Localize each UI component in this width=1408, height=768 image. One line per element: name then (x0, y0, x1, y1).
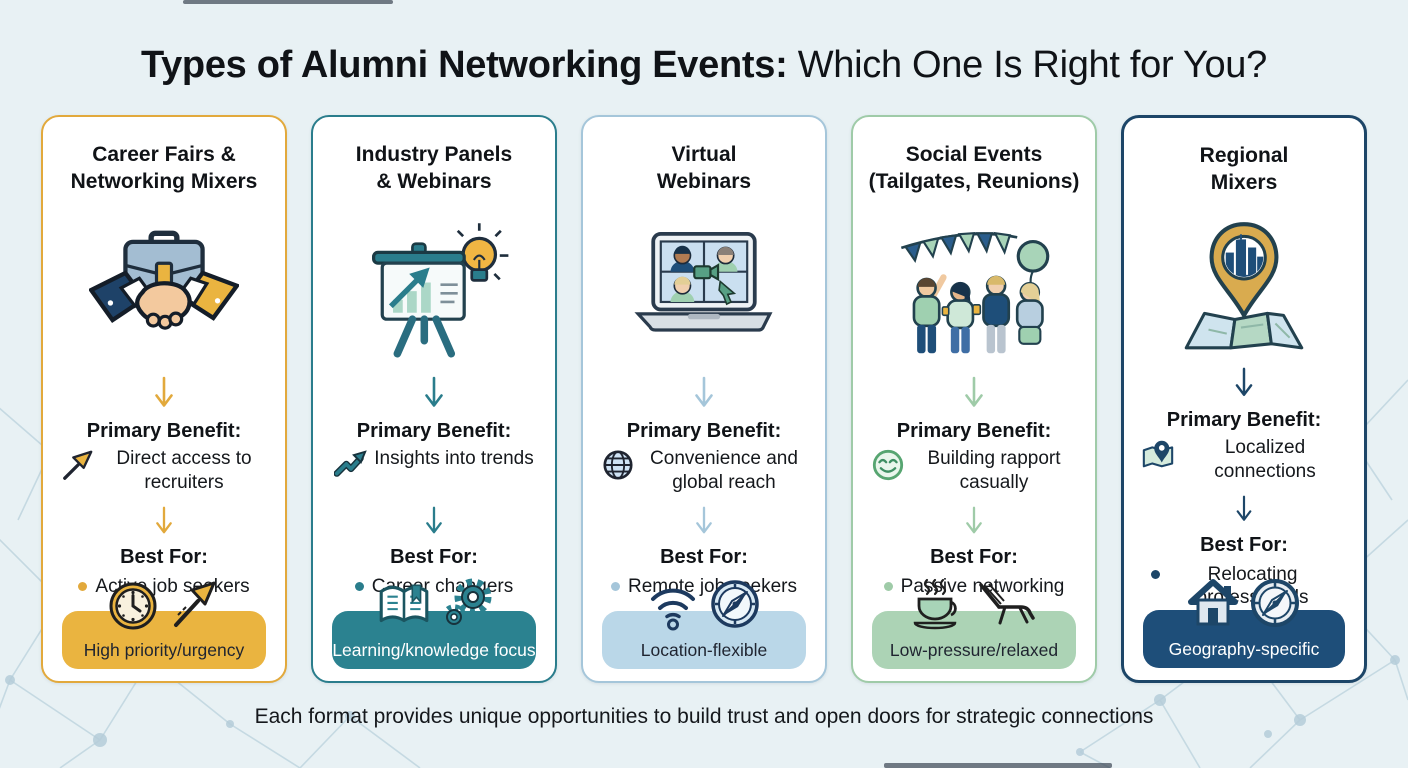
primary-benefit-label: Primary Benefit: (356, 420, 512, 442)
bullet-dot (354, 582, 364, 591)
compass-icon (1251, 579, 1299, 627)
page-title: Types of Alumni Networking Events: Which… (0, 0, 1408, 87)
card-title-line1: Virtual (671, 143, 737, 166)
globe-icon (603, 450, 633, 480)
primary-benefit-text: Direct access to recruiters (116, 448, 252, 493)
open-book-icon (379, 584, 429, 623)
down-arrow-icon (156, 506, 172, 534)
top-edge-artifact-bar (183, 0, 393, 4)
primary-benefit-label: Primary Benefit: (86, 420, 242, 442)
down-arrow-icon (965, 376, 983, 407)
event-type-cards: Career Fairs & Networking Mixers (0, 115, 1408, 683)
badge-label: Learning/knowledge focus (332, 640, 536, 660)
map-pin-city-icon (1184, 222, 1304, 350)
card-title: Industry Panels & Webinars (356, 141, 512, 197)
smiley-icon (872, 449, 904, 481)
card-industry-panels: Industry Panels & Webinars (311, 115, 557, 683)
card-title-line1: Career Fairs & (92, 143, 236, 166)
bullet-dot (883, 582, 893, 591)
trend-up-arrow-icon (334, 450, 368, 477)
card-title: Regional Mixers (1200, 142, 1289, 198)
card-title-line2: Mixers (1210, 171, 1278, 195)
best-for-label: Best For: (660, 546, 748, 568)
card-title-line1: Regional (1199, 144, 1289, 167)
clock-icon (109, 582, 157, 630)
best-for-label: Best For: (930, 546, 1018, 568)
primary-benefit-text: Building rapport casually (927, 448, 1061, 493)
card-title: Social Events (Tailgates, Reunions) (869, 141, 1080, 197)
cursor-arrow-icon (63, 450, 93, 480)
card-virtual-webinars: Virtual Webinars (581, 115, 827, 683)
best-for-label: Best For: (1200, 533, 1288, 556)
down-arrow-icon (1235, 368, 1253, 397)
primary-benefit-text: Convenience and global reach (650, 448, 798, 493)
card-title-line2: & Webinars (376, 170, 492, 194)
primary-benefit-text: Localized connections (1214, 437, 1316, 483)
laptop-video-call-icon (634, 232, 773, 332)
badge-label: Geography-specific (1168, 639, 1320, 659)
card-regional-mixers: Regional Mixers (1121, 115, 1367, 683)
card-tag-badge: Location-flexible (602, 611, 806, 669)
map-pin-icon (1142, 441, 1174, 468)
footer-summary-text: Each format provides unique opportunitie… (254, 705, 1154, 728)
badge-label: Location-flexible (640, 640, 768, 660)
page-title-rest: Which One Is Right for You? (797, 44, 1268, 86)
down-arrow-icon (426, 506, 442, 534)
handshake-briefcase-icon (89, 230, 239, 330)
primary-benefit-text: Insights into trends (374, 448, 534, 469)
coffee-cup-icon (913, 578, 957, 630)
card-title: Virtual Webinars (657, 141, 751, 197)
rising-arrow-icon (174, 581, 216, 627)
primary-benefit-label: Primary Benefit: (626, 420, 782, 442)
wifi-icon (651, 588, 695, 631)
house-icon (1188, 579, 1238, 626)
card-title-line2: Networking Mixers (70, 170, 258, 194)
compass-icon (711, 580, 759, 628)
bullet-dot (78, 582, 88, 591)
card-title-line2: Webinars (656, 170, 752, 194)
card-tag-badge: Geography-specific (1143, 610, 1345, 668)
card-career-fairs: Career Fairs & Networking Mixers (41, 115, 287, 683)
card-title-line2: (Tailgates, Reunions) (868, 170, 1080, 194)
badge-label: Low-pressure/relaxed (889, 640, 1059, 660)
down-arrow-icon (966, 506, 982, 534)
bullet-dot (611, 582, 621, 591)
bottom-edge-artifact-bar (884, 763, 1112, 768)
best-for-label: Best For: (120, 546, 208, 568)
down-arrow-icon (1236, 495, 1252, 522)
card-title-line1: Social Events (905, 143, 1043, 166)
gears-icon (441, 578, 492, 630)
card-tag-badge: Low-pressure/relaxed (872, 611, 1076, 669)
best-for-label: Best For: (390, 546, 478, 568)
presentation-chart-lightbulb-icon (372, 223, 509, 358)
primary-benefit-label: Primary Benefit: (1166, 409, 1322, 432)
card-title-line1: Industry Panels (355, 143, 513, 166)
lounge-chair-icon (979, 583, 1035, 625)
page-title-emphasis: Types of Alumni Networking Events: (141, 44, 788, 86)
badge-label: High priority/urgency (83, 640, 245, 660)
card-tag-badge: High priority/urgency (62, 611, 266, 669)
bullet-dot (1150, 569, 1160, 579)
party-people-icon (900, 231, 1050, 354)
card-social-events: Social Events (Tailgates, Reunions) (851, 115, 1097, 683)
card-title: Career Fairs & Networking Mixers (71, 141, 258, 197)
down-arrow-icon (155, 376, 173, 407)
down-arrow-icon (425, 376, 443, 407)
down-arrow-icon (695, 376, 713, 407)
card-tag-badge: Learning/knowledge focus (332, 611, 536, 669)
primary-benefit-label: Primary Benefit: (896, 420, 1052, 442)
down-arrow-icon (696, 506, 712, 534)
